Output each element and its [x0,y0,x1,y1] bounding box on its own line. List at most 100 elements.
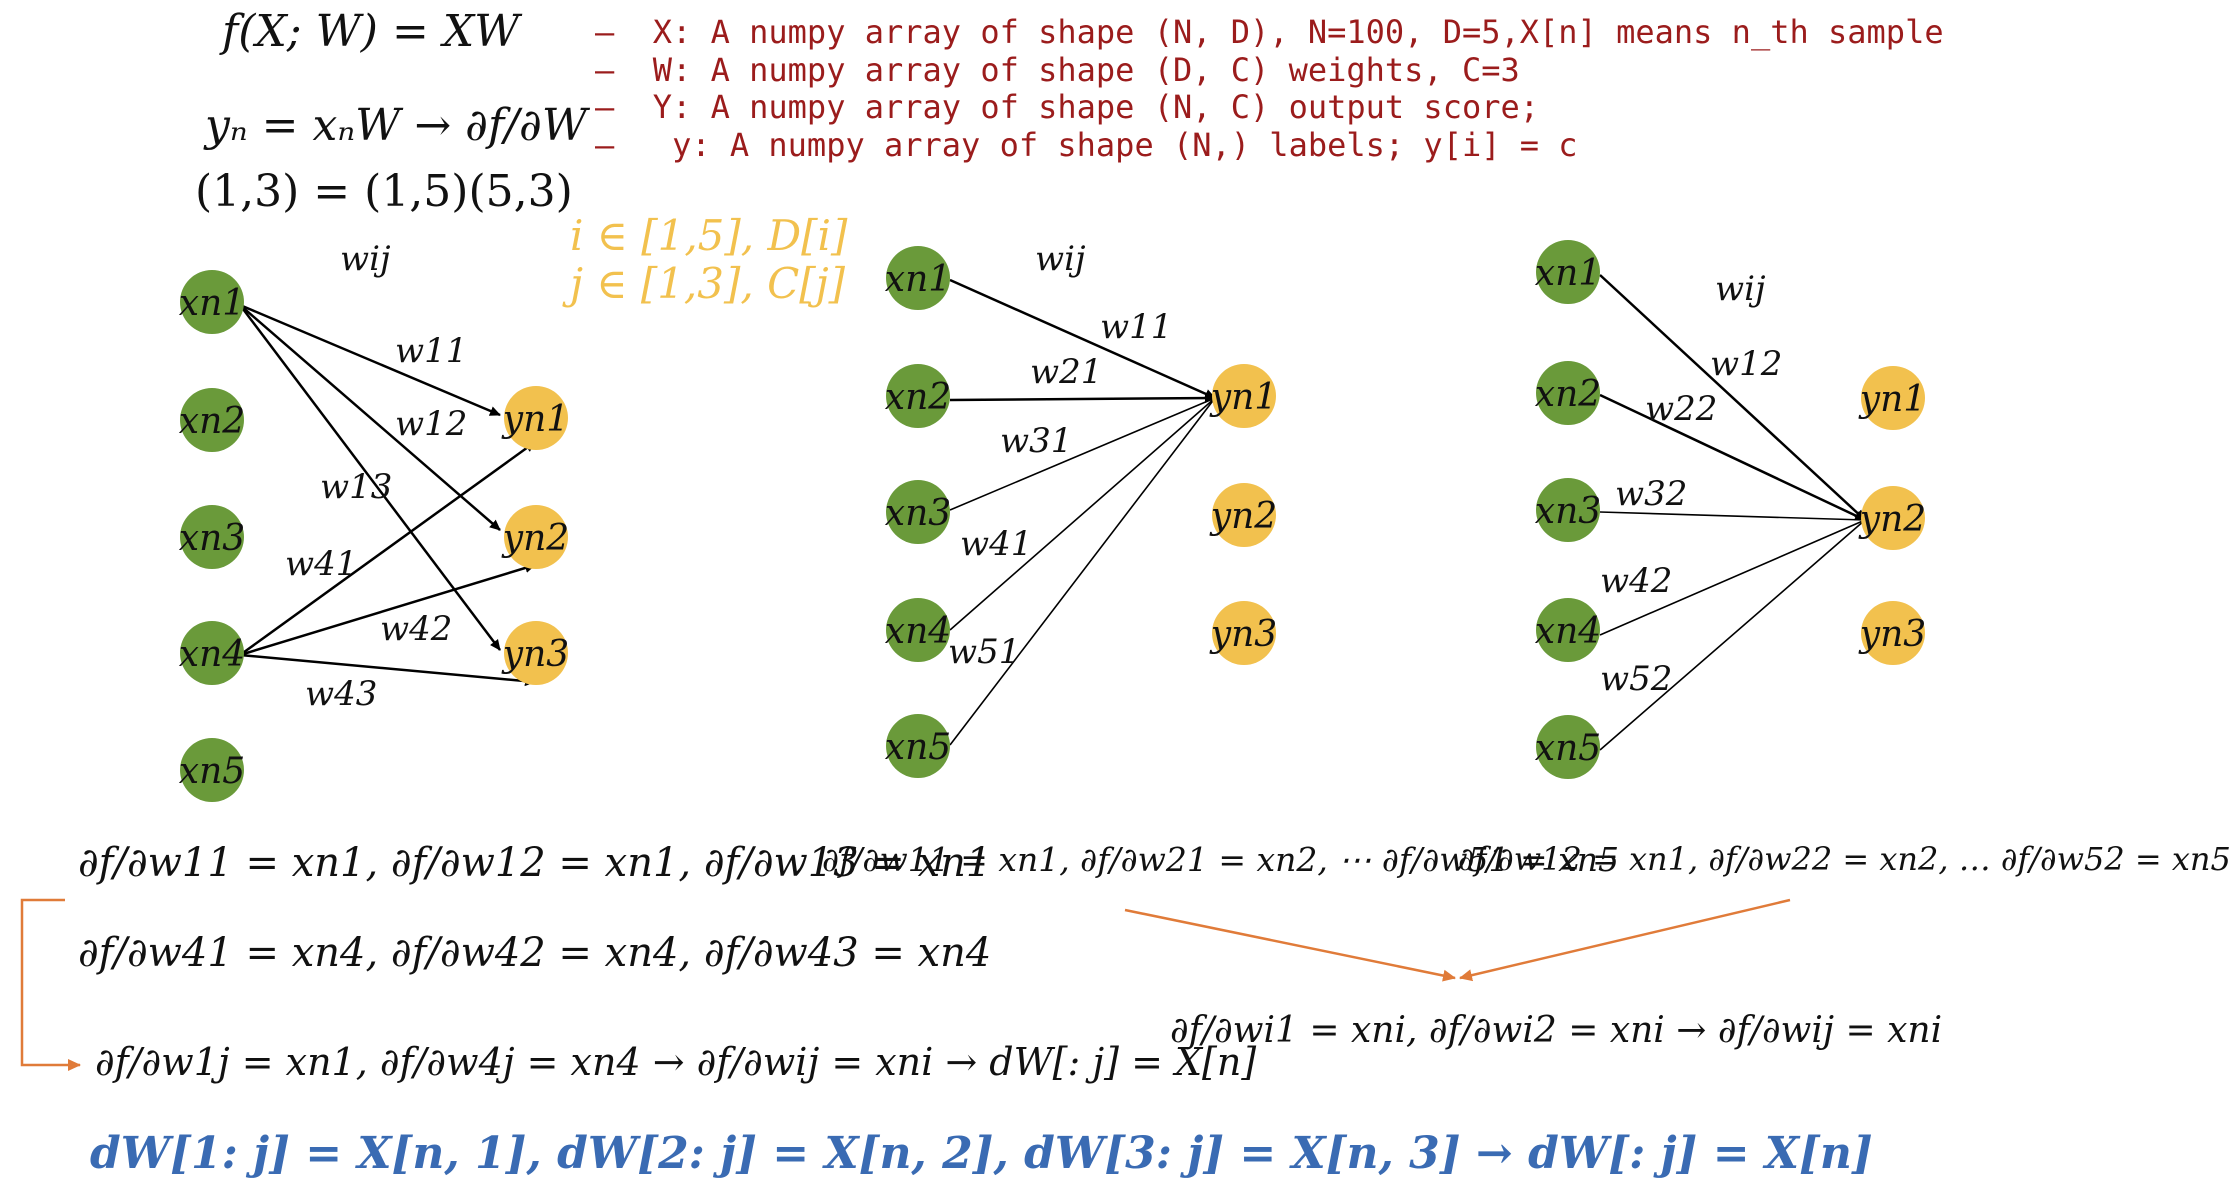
edge-d3-w42 [1599,519,1866,636]
yn-definition: yₙ = xₙW → ∂f/∂W [205,100,588,151]
label-d3-xn4: xn4 [1535,611,1601,652]
label-yn1: yn1 [501,399,569,440]
derivatives-row3: ∂f/∂w1j = xn1, ∂f/∂w4j = xn4 → ∂f/∂wij =… [95,1040,1257,1084]
edge-d2-w41 [949,397,1216,631]
node-xn1 [180,270,244,334]
edge-label-d2-w31: w31 [1000,421,1072,461]
edge-d2-w51 [949,397,1216,746]
label-d3-xn5: xn5 [1535,728,1601,769]
edge-label-d3-w42: w42 [1600,561,1672,601]
node-d2-xn5 [886,714,950,778]
node-d2-yn3 [1212,601,1276,665]
derivatives-merged: ∂f/∂wi1 = xni, ∂f/∂wi2 = xni → ∂f/∂wij =… [1170,1010,1943,1051]
label-d2-xn5: xn5 [885,727,951,768]
node-yn2 [504,505,568,569]
node-xn3 [180,505,244,569]
derivatives-row1: ∂f/∂w11 = xn1, ∂f/∂w12 = xn1, ∂f/∂w13 = … [78,840,992,886]
edge-w11 [239,303,501,417]
label-d3-xn1: xn1 [1535,253,1601,294]
node-d3-yn2 [1861,486,1925,550]
node-d3-xn5 [1536,715,1600,779]
edge-label-d3-w32: w32 [1615,474,1687,514]
edge-d2-w31 [949,397,1216,511]
node-d3-xn2 [1536,361,1600,425]
edge-label-w42: w42 [380,609,452,649]
node-d2-xn4 [886,598,950,662]
edge-label-d3-w52: w52 [1600,659,1672,699]
range-j: j ∈ [1,3], C[j] [570,259,846,308]
edge-d2-w11 [949,278,1216,400]
label-d3-xn3: xn3 [1535,491,1601,532]
label-d3-yn3: yn3 [1858,614,1926,655]
derivatives-row2: ∂f/∂w41 = xn4, ∂f/∂w42 = xn4, ∂f/∂w43 = … [78,930,992,976]
diagram2-edges [949,278,1216,746]
node-d2-xn2 [886,364,950,428]
label-d2-xn3: xn3 [885,493,951,534]
diagram2-nodes [886,246,1276,778]
node-yn1 [504,386,568,450]
index-ranges: i ∈ [1,5], D[i] j ∈ [1,3], C[j] [570,212,847,308]
edge-label-w13: w13 [320,467,392,507]
label-d3-xn2: xn2 [1535,374,1601,415]
node-d3-yn1 [1861,366,1925,430]
wij-label-d1: wij [340,239,391,279]
node-d2-yn1 [1212,364,1276,428]
node-d3-xn1 [1536,240,1600,304]
label-yn3: yn3 [501,634,569,675]
node-yn3 [504,621,568,685]
wij-label-d2: wij [1035,239,1086,279]
label-xn5: xn5 [179,751,245,792]
edge-d3-w32 [1599,511,1866,521]
edge-w12 [239,304,501,531]
node-xn5 [180,738,244,802]
edge-w13 [239,304,501,651]
node-d3-xn4 [1536,598,1600,662]
edge-label-d2-w51: w51 [948,632,1020,672]
node-d2-xn1 [886,246,950,310]
node-d2-yn2 [1212,483,1276,547]
edge-d2-w21 [949,393,1216,404]
label-d2-yn2: yn2 [1209,496,1277,537]
edge-label-w41: w41 [285,544,357,584]
bullet-y-labels: – y: A numpy array of shape (N,) labels;… [595,125,1578,164]
label-xn3: xn3 [179,518,245,559]
bullet-w: – W: A numpy array of shape (D, C) weigh… [595,50,1520,89]
derivatives-right: ∂f/∂w12 = xn1, ∂f/∂w22 = xn2, … ∂f/∂w52 … [1458,840,2231,878]
diagram1-edges [239,303,536,687]
node-d3-xn3 [1536,478,1600,542]
label-d3-yn1: yn1 [1858,379,1926,420]
label-xn1: xn1 [179,283,245,324]
edge-w42 [239,563,536,657]
merge-arrow-right [1459,898,1791,982]
edge-d3-w12 [1599,274,1866,521]
derivatives-mid: ∂f/∂w11 = xn1, ∂f/∂w21 = xn2, ⋯ ∂f/∂w51 … [822,840,1620,879]
label-d2-xn1: xn1 [885,259,951,300]
diagram3-nodes [1536,240,1925,779]
bracket-arrow [20,898,81,1071]
edge-label-w12: w12 [395,404,467,444]
edge-label-w43: w43 [305,674,377,714]
edge-w43 [239,653,536,687]
edge-label-d2-w41: w41 [960,524,1032,564]
label-d2-xn2: xn2 [885,377,951,418]
variable-descriptions: – X: A numpy array of shape (N, D), N=10… [595,13,1944,164]
node-xn4 [180,621,244,685]
network-diagrams: xn1 xn2 xn3 xn4 xn5 yn1 yn2 yn3 xn1 xn2 … [20,239,1926,1071]
shape-equation: (1,3) = (1,5)(5,3) [195,166,573,217]
label-xn4: xn4 [179,634,245,675]
label-d3-yn2: yn2 [1858,499,1926,540]
node-d3-yn3 [1861,601,1925,665]
bullet-y-score: – Y: A numpy array of shape (N, C) outpu… [595,88,1540,126]
edge-d3-w22 [1599,393,1866,522]
bullet-x: – X: A numpy array of shape (N, D), N=10… [595,13,1944,51]
edge-label-d2-w11: w11 [1100,307,1172,347]
label-d2-xn4: xn4 [885,611,951,652]
summary-equation: dW[1: j] = X[n, 1], dW[2: j] = X[n, 2], … [90,1128,1873,1179]
label-d2-yn1: yn1 [1209,377,1277,418]
edge-w41 [239,440,536,657]
edge-label-d3-w12: w12 [1710,344,1782,384]
label-d2-yn3: yn3 [1209,614,1277,655]
range-i: i ∈ [1,5], D[i] [570,211,848,260]
diagram3-edges [1599,274,1866,751]
function-definition: f(X; W) = XW [222,6,520,57]
